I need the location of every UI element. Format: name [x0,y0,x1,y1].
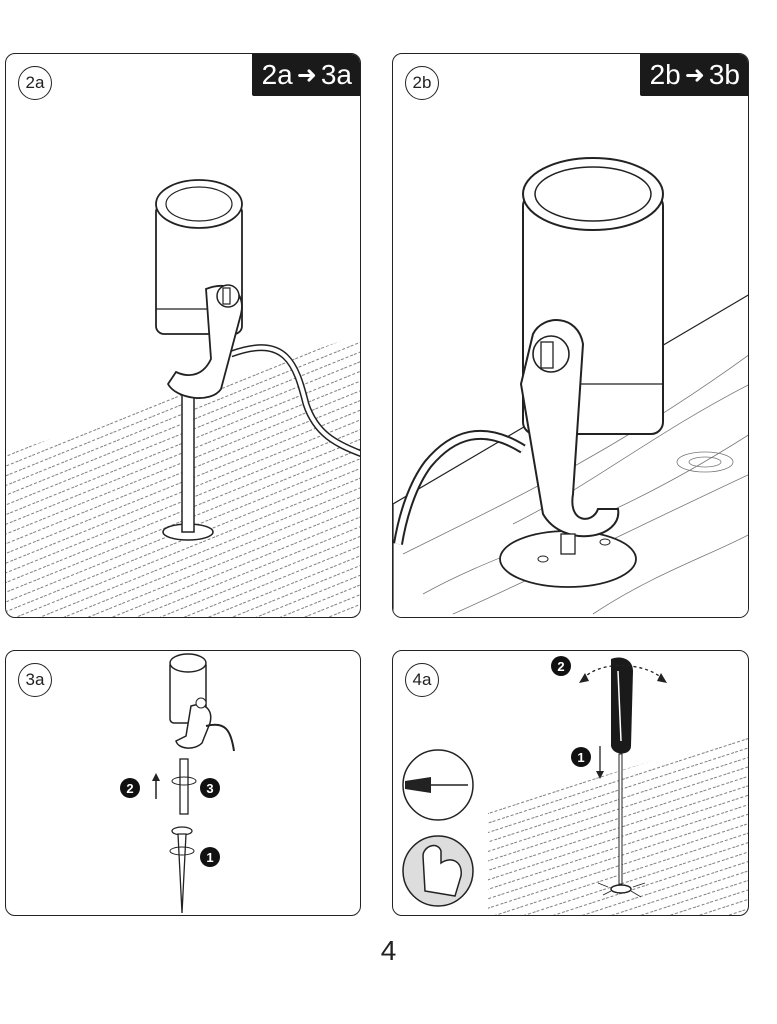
marker-2: 2 [551,656,571,676]
panel-2a: 2a 2a ➜ 3a [5,53,361,618]
spike-assembly-illustration [152,653,235,914]
extension-rod [179,758,189,815]
marker-3: 3 [200,778,220,798]
panel-3a: 3a 2 3 1 [5,650,361,916]
next-step-tag: 2a ➜ 3a [251,54,360,96]
panel-2b: 2b 2b ➜ 3b [392,53,749,618]
tag-from: 2a [261,59,293,90]
step-label: 3a [18,663,52,697]
tag-from: 2b [649,59,681,90]
tag-to: 3a [320,59,352,90]
tag-to: 3b [708,59,740,90]
panel-4a: 4a 2 1 [392,650,749,916]
marker-1: 1 [200,847,220,867]
arrow-right-icon: ➜ [296,61,317,89]
next-step-tag: 2b ➜ 3b [639,54,748,96]
arrow-right-icon: ➜ [684,61,705,89]
power-cable [395,431,525,545]
step-label: 4a [405,663,439,697]
marker-2: 2 [120,778,140,798]
pilot-hole [610,884,632,894]
power-cable [205,723,235,752]
page-number: 4 [380,935,397,966]
spotlight-on-spike-illustration [6,179,360,617]
step-label: 2b [405,66,439,100]
spotlight-on-deck-illustration [393,157,748,617]
screwdriver-shaft [618,753,623,885]
step-label: 2a [18,66,52,100]
marker-1: 1 [571,747,591,767]
ground-lawn [488,731,748,915]
screwdriver-handle [611,657,633,754]
screwdriver-illustration [402,657,748,915]
spike-rod [181,388,195,533]
